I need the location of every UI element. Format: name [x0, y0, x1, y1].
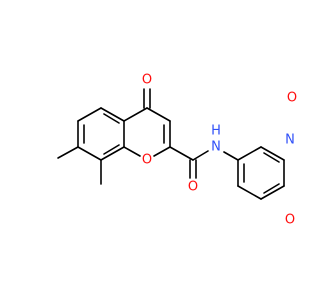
bond	[57, 146, 79, 159]
bond	[103, 144, 120, 155]
bond	[100, 146, 125, 161]
bond	[146, 107, 171, 122]
bond	[260, 185, 285, 200]
atom-oxygen-lactam: O	[287, 91, 297, 106]
bond	[192, 150, 209, 161]
atom-oxygen-ketone: O	[142, 73, 152, 88]
bond	[103, 113, 120, 124]
bond	[237, 146, 262, 161]
bond	[263, 152, 280, 163]
bond	[223, 151, 239, 161]
bond	[123, 107, 148, 122]
atom-oxygen-amide: O	[188, 180, 198, 195]
bond	[77, 107, 102, 122]
bond	[237, 185, 262, 200]
molecule-structure: O O O N H N O O	[57, 73, 297, 228]
bond	[100, 107, 125, 122]
bond	[153, 146, 171, 157]
bond	[260, 146, 285, 161]
molecule-canvas: O O O N H N O O	[57, 72, 298, 228]
atom-layer: O O O N H N O O	[142, 73, 297, 228]
atom-nitrogen-ring: N	[285, 133, 295, 148]
atom-oxygen-chromone-ring: O	[142, 153, 152, 168]
bond	[263, 183, 280, 194]
atom-hydrogen-amide: H	[211, 124, 221, 139]
bond-layer	[57, 88, 285, 200]
bond	[169, 146, 194, 161]
bond	[77, 146, 102, 161]
atom-oxygen-oxazine-ring: O	[285, 213, 295, 228]
atom-nitrogen-amide: N	[211, 140, 221, 155]
bond	[123, 146, 141, 157]
